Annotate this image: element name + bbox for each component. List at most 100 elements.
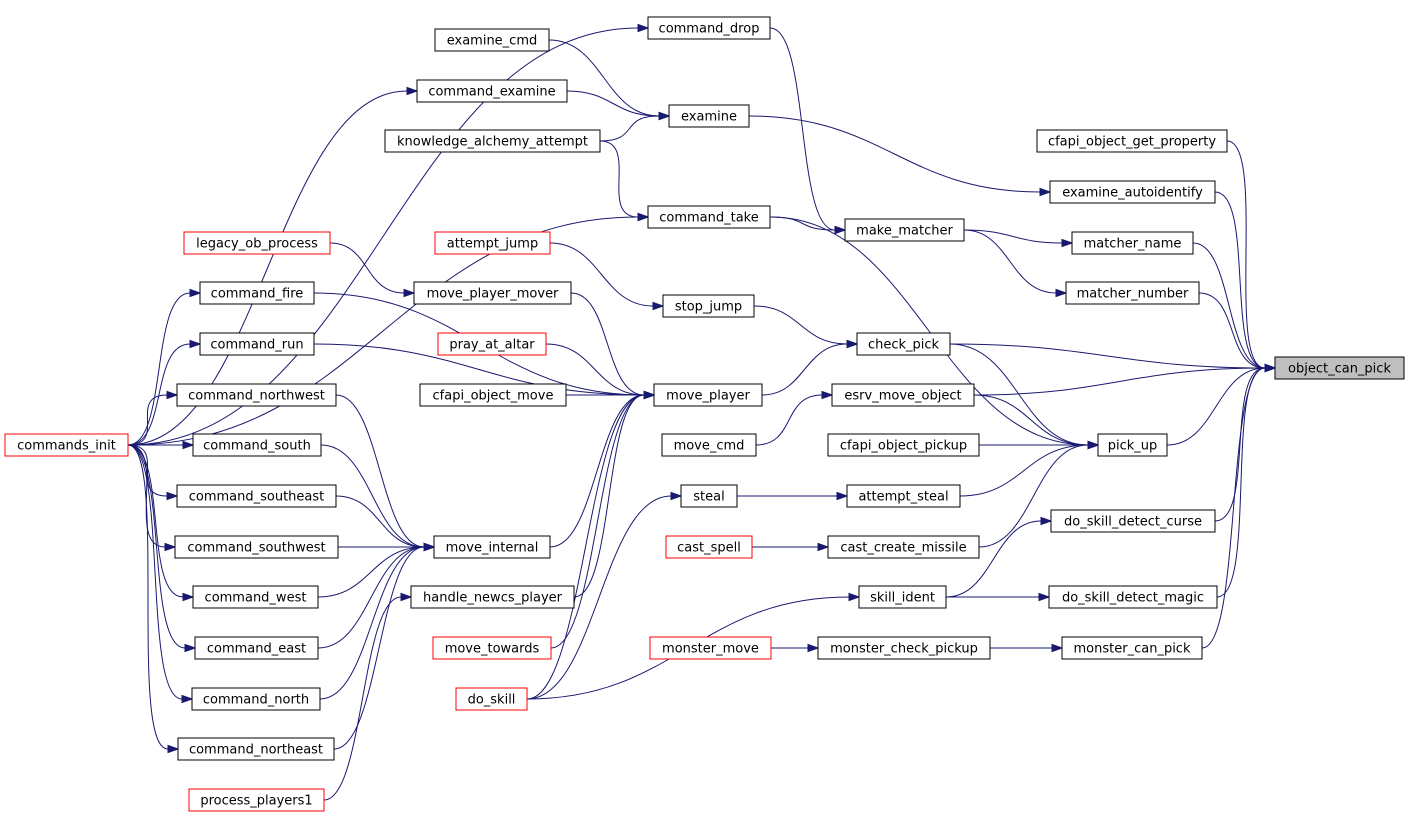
node-command_east[interactable]: command_east [194, 636, 319, 660]
arrowhead-icon [1051, 643, 1064, 653]
edge-make_matcher-to-matcher_number [963, 229, 1068, 298]
edge-do_skill-to-move_player [526, 390, 656, 700]
node-make_matcher[interactable]: make_matcher [844, 218, 965, 242]
node-cfapi_object_pickup[interactable]: cfapi_object_pickup [827, 433, 980, 457]
node-box [188, 788, 325, 812]
node-move_player[interactable]: move_player [653, 383, 763, 407]
edge-line [769, 216, 836, 231]
node-knowledge_alchemy_attempt[interactable]: knowledge_alchemy_attempt [384, 129, 601, 153]
node-esrv_move_object[interactable]: esrv_move_object [831, 383, 975, 407]
node-cfapi_object_move[interactable]: cfapi_object_move [419, 383, 567, 407]
node-label: command_take [659, 211, 759, 226]
node-command_southwest[interactable]: command_southwest [174, 535, 339, 559]
node-label: stop_jump [675, 300, 742, 315]
edge-line [570, 292, 645, 396]
node-command_southeast[interactable]: command_southeast [176, 484, 337, 508]
node-label: monster_check_pickup [830, 642, 978, 657]
node-box [437, 332, 547, 356]
node-label: move_player_mover [427, 287, 559, 302]
node-box [192, 433, 322, 457]
node-label: cfapi_object_get_property [1048, 135, 1216, 150]
node-move_towards[interactable]: move_towards [432, 636, 552, 660]
node-pray_at_altar[interactable]: pray_at_altar [437, 332, 547, 356]
edge-line [949, 343, 1089, 446]
node-move_cmd[interactable]: move_cmd [661, 433, 757, 457]
arrowhead-icon [821, 390, 834, 400]
edge-line [545, 343, 645, 396]
edge-line [599, 140, 639, 218]
arrowhead-icon [1061, 238, 1074, 248]
node-box [831, 383, 975, 407]
node-command_northwest[interactable]: command_northwest [176, 383, 337, 407]
node-box [827, 433, 980, 457]
edge-esrv_move_object-to-pick_up [973, 394, 1100, 450]
node-attempt_jump[interactable]: attempt_jump [434, 231, 551, 255]
node-monster_can_pick[interactable]: monster_can_pick [1061, 636, 1203, 660]
edge-line [335, 495, 425, 548]
node-box [827, 535, 980, 559]
node-box [384, 129, 601, 153]
node-box [1065, 281, 1200, 305]
node-legacy_ob_process[interactable]: legacy_ob_process [183, 231, 331, 255]
node-label: command_west [205, 591, 307, 606]
node-steal[interactable]: steal [680, 484, 738, 508]
node-box [434, 28, 550, 52]
node-command_northeast[interactable]: command_northeast [177, 737, 335, 761]
node-box [432, 636, 552, 660]
arrowhead-icon [181, 694, 194, 704]
node-monster_move[interactable]: monster_move [649, 636, 772, 660]
node-cast_spell[interactable]: cast_spell [665, 535, 753, 559]
node-box [410, 585, 575, 609]
node-do_skill_detect_curse[interactable]: do_skill_detect_curse [1050, 509, 1216, 533]
node-process_players1[interactable]: process_players1 [188, 788, 325, 812]
node-matcher_number[interactable]: matcher_number [1065, 281, 1200, 305]
node-matcher_name[interactable]: matcher_name [1071, 231, 1194, 255]
node-command_south[interactable]: command_south [192, 433, 322, 457]
node-commands_init[interactable]: commands_init [4, 433, 129, 457]
node-do_skill_detect_magic[interactable]: do_skill_detect_magic [1048, 585, 1218, 609]
node-do_skill[interactable]: do_skill [455, 687, 528, 711]
node-label: cfapi_object_pickup [840, 439, 967, 454]
node-monster_check_pickup[interactable]: monster_check_pickup [817, 636, 991, 660]
node-label: command_northwest [188, 389, 325, 404]
node-box [1061, 636, 1203, 660]
node-command_west[interactable]: command_west [192, 585, 319, 609]
node-box [413, 281, 572, 305]
node-box [433, 535, 551, 559]
node-command_drop[interactable]: command_drop [647, 16, 771, 40]
node-object_can_pick[interactable]: object_can_pick [1274, 356, 1405, 380]
node-label: process_players1 [200, 794, 312, 809]
node-stop_jump[interactable]: stop_jump [662, 294, 755, 318]
node-skill_ident[interactable]: skill_ident [858, 585, 947, 609]
node-command_run[interactable]: command_run [199, 332, 315, 356]
node-examine_autoidentify[interactable]: examine_autoidentify [1049, 180, 1216, 204]
node-handle_newcs_player[interactable]: handle_newcs_player [410, 585, 575, 609]
node-box [680, 484, 738, 508]
edge-line [949, 343, 1266, 369]
node-examine_cmd[interactable]: examine_cmd [434, 28, 550, 52]
edge-line [329, 242, 405, 294]
node-examine[interactable]: examine [668, 104, 750, 128]
edge-line [1214, 191, 1266, 369]
node-command_examine[interactable]: command_examine [416, 79, 568, 103]
node-box [662, 294, 755, 318]
node-cfapi_object_get_property[interactable]: cfapi_object_get_property [1036, 129, 1228, 153]
edge-knowledge_alchemy_attempt-to-examine [599, 111, 671, 142]
node-label: object_can_pick [1288, 362, 1391, 377]
edge-commands_init-to-command_northwest [127, 390, 179, 446]
edge-commands_init-to-command_north [127, 444, 194, 704]
node-box [176, 383, 337, 407]
node-move_internal[interactable]: move_internal [433, 535, 551, 559]
node-command_take[interactable]: command_take [647, 205, 771, 229]
node-cast_create_missile[interactable]: cast_create_missile [827, 535, 980, 559]
node-command_north[interactable]: command_north [191, 687, 321, 711]
node-move_player_mover[interactable]: move_player_mover [413, 281, 572, 305]
edge-line [748, 115, 1041, 193]
edge-line [127, 444, 184, 598]
node-attempt_steal[interactable]: attempt_steal [846, 484, 961, 508]
node-check_pick[interactable]: check_pick [856, 332, 951, 356]
edge-line [945, 520, 1042, 598]
arrowhead-icon [836, 491, 849, 501]
node-pick_up[interactable]: pick_up [1097, 433, 1168, 457]
node-command_fire[interactable]: command_fire [199, 281, 315, 305]
